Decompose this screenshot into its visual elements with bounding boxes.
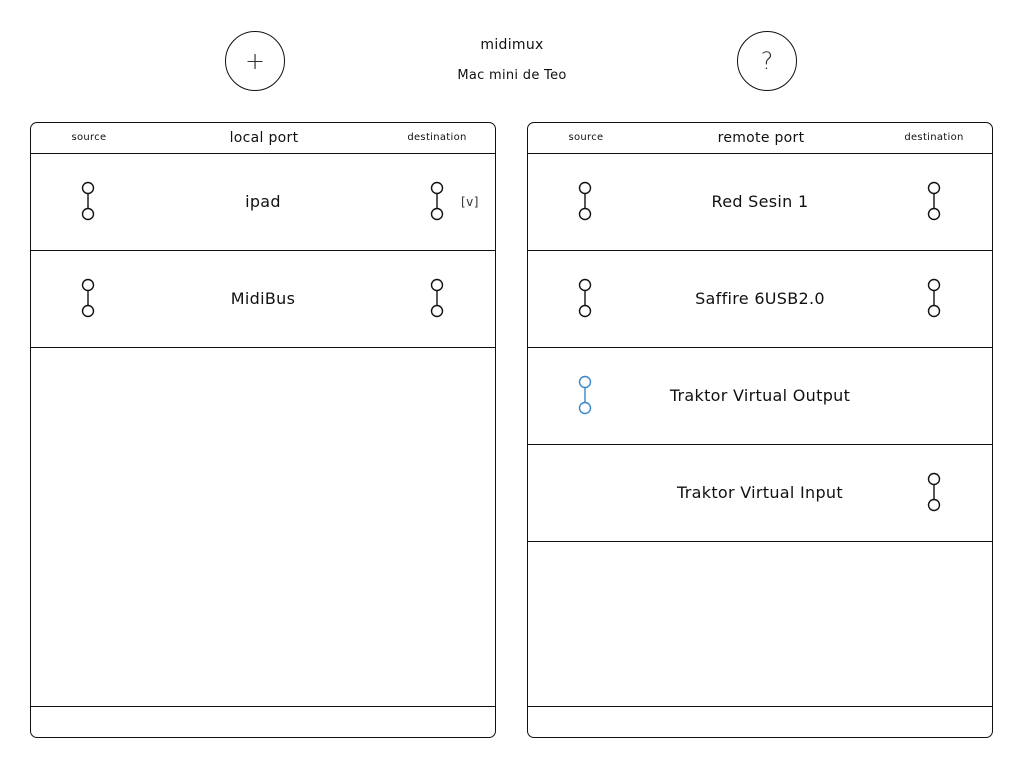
remote-port-row[interactable]: Red Sesin 1 <box>528 154 992 251</box>
remote-panel-footer <box>528 706 992 737</box>
local-port-list: ipad [v] MidiBus <box>31 154 495 348</box>
source-port-icon[interactable] <box>80 181 96 221</box>
local-panel-header: source local port destination <box>31 123 495 154</box>
local-destination-header: destination <box>407 132 467 143</box>
remote-port-row[interactable]: Saffire 6USB2.0 <box>528 251 992 348</box>
local-source-header: source <box>71 132 107 143</box>
source-port-icon[interactable] <box>577 375 593 415</box>
source-port-icon[interactable] <box>577 181 593 221</box>
port-flag[interactable]: [v] <box>461 195 479 209</box>
port-name: MidiBus <box>230 289 296 308</box>
local-port-row[interactable]: ipad [v] <box>31 154 495 251</box>
destination-port-icon[interactable] <box>429 181 445 221</box>
local-port-panel: source local port destination ipad [v] Mid… <box>30 122 496 738</box>
remote-port-panel: source remote port destination Red Sesin… <box>527 122 993 738</box>
local-panel-footer <box>31 706 495 737</box>
add-button[interactable]: + <box>225 31 285 91</box>
local-port-row[interactable]: MidiBus <box>31 251 495 348</box>
destination-port-icon[interactable] <box>926 472 942 512</box>
port-name: Traktor Virtual Output <box>669 386 851 405</box>
remote-panel-header: source remote port destination <box>528 123 992 154</box>
source-port-icon[interactable] <box>80 278 96 318</box>
destination-port-icon[interactable] <box>429 278 445 318</box>
remote-port-header: remote port <box>717 130 805 146</box>
port-name: Saffire 6USB2.0 <box>695 289 825 308</box>
remote-source-header: source <box>568 132 604 143</box>
plus-icon: + <box>244 47 266 75</box>
port-name: Red Sesin 1 <box>711 192 809 211</box>
remote-destination-header: destination <box>904 132 964 143</box>
port-name: Traktor Virtual Input <box>677 483 843 502</box>
remote-port-row[interactable]: Traktor Virtual Input <box>528 445 992 542</box>
remote-port-row[interactable]: Traktor Virtual Output <box>528 348 992 445</box>
help-button[interactable]: ? <box>737 31 797 91</box>
source-port-icon[interactable] <box>577 278 593 318</box>
host-name: Mac mini de Teo <box>457 68 567 83</box>
app-title: midimux <box>480 37 544 53</box>
question-icon: ? <box>760 47 774 75</box>
local-port-header: local port <box>229 130 299 146</box>
destination-port-icon[interactable] <box>926 278 942 318</box>
port-name: ipad <box>245 192 281 211</box>
destination-port-icon[interactable] <box>926 181 942 221</box>
